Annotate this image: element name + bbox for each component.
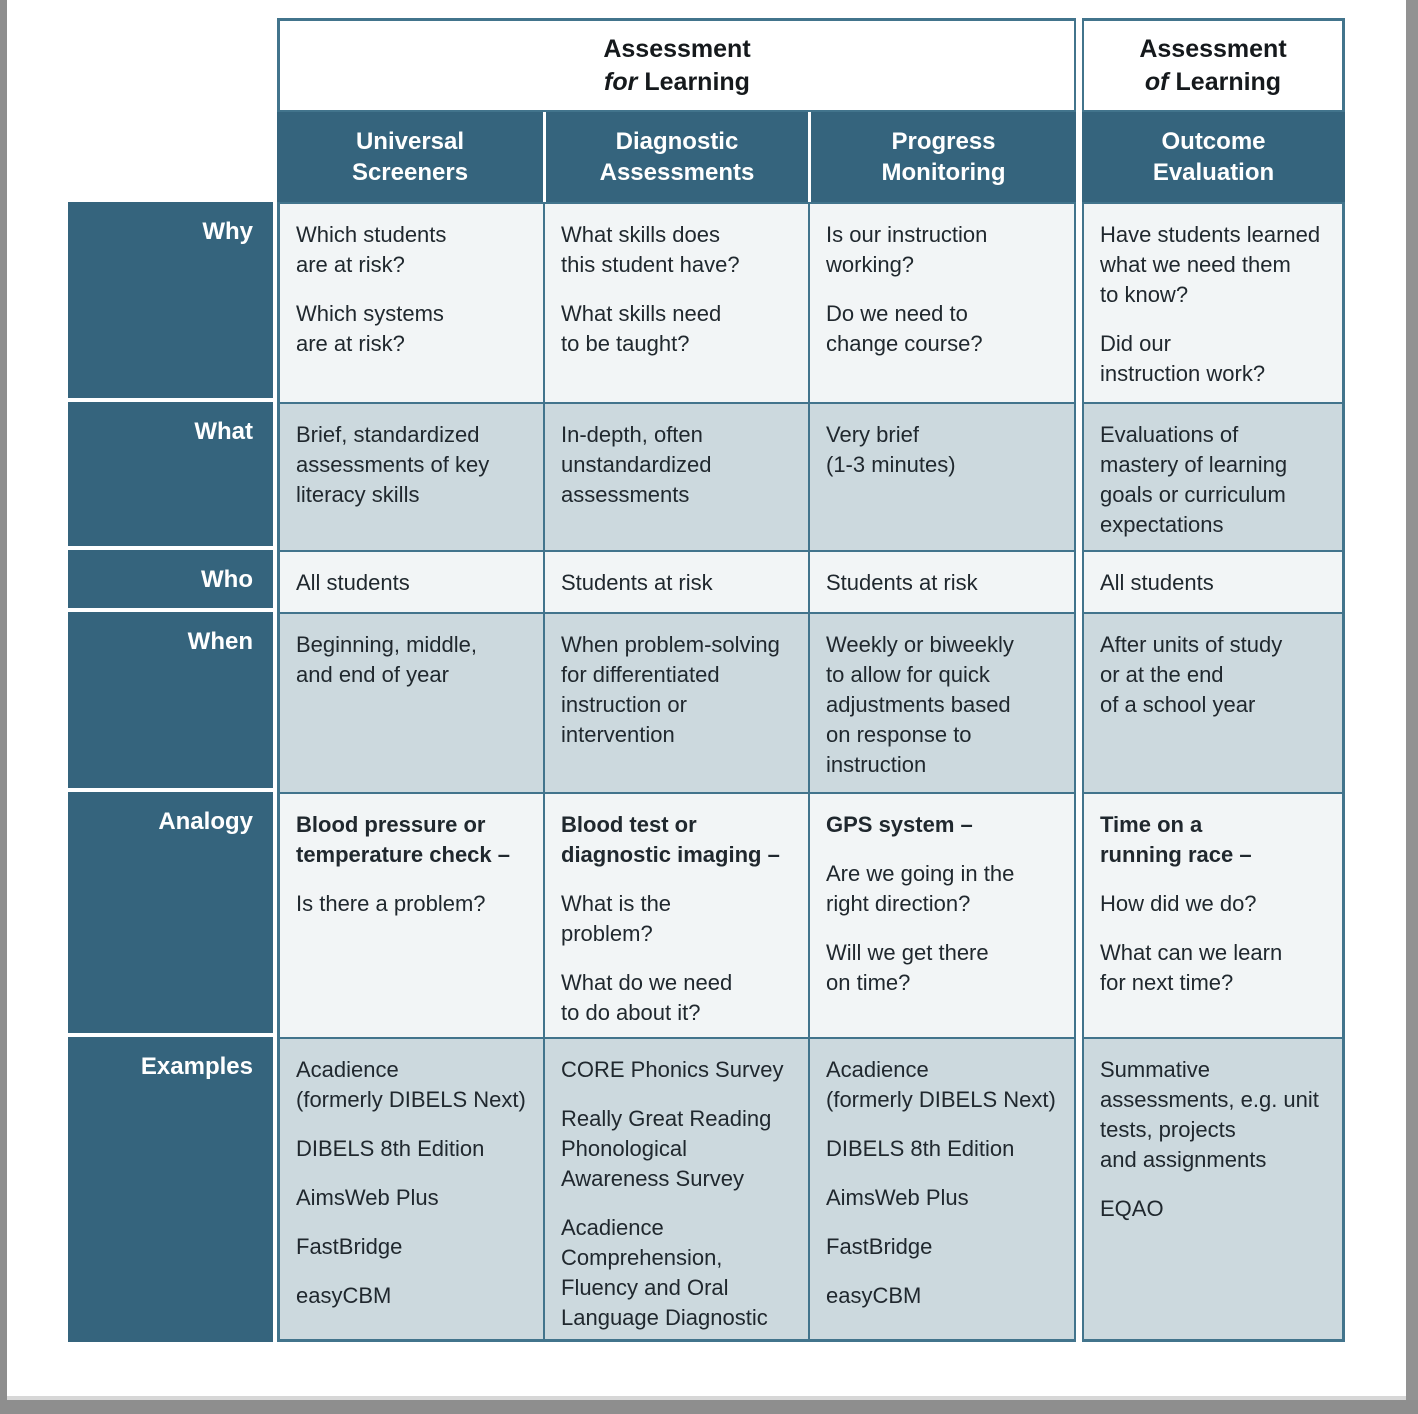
cell-paragraph: Will we get there on time? [826, 940, 989, 995]
cell-paragraph-lead: GPS system – [826, 812, 973, 837]
cell-when-diagnostic-assessments: When problem-solving for differentiated … [543, 612, 808, 792]
row-label-why: Why [68, 202, 273, 402]
cell-paragraph: Evaluations of mastery of learning goals… [1100, 422, 1288, 537]
cell-paragraph: Is our instruction working? [826, 222, 988, 277]
cell-paragraph: Brief, standardized assessments of key l… [296, 422, 490, 507]
cell-paragraph: Do we need to change course? [826, 301, 983, 356]
cell-paragraph-lead: Time on a running race – [1100, 812, 1252, 867]
cell-paragraph: Very brief (1-3 minutes) [826, 422, 956, 477]
cell-paragraph: Did our instruction work? [1100, 331, 1266, 386]
cell-why-progress-monitoring: Is our instruction working? Do we need t… [808, 202, 1076, 402]
viewer-bottom-gutter [0, 1400, 1418, 1414]
cell-paragraph: Is there a problem? [296, 891, 486, 916]
cell-analogy-diagnostic-assessments: Blood test or diagnostic imaging – What … [543, 792, 808, 1037]
cell-paragraph: Which students are at risk? [296, 222, 447, 277]
cell-when-progress-monitoring: Weekly or biweekly to allow for quick ad… [808, 612, 1076, 792]
group-header-emphasis: for [604, 67, 638, 96]
cell-paragraph: Students at risk [826, 570, 978, 595]
group-header-emphasis: of [1144, 67, 1169, 96]
cell-paragraph: Are we going in the right direction? [826, 861, 1015, 916]
cell-paragraph: easyCBM [296, 1283, 392, 1308]
cell-paragraph: AimsWeb Plus [296, 1185, 439, 1210]
cell-analogy-outcome-evaluation: Time on a running race – How did we do? … [1082, 792, 1345, 1037]
cell-paragraph: Acadience Comprehension, Fluency and Ora… [561, 1215, 768, 1330]
cell-examples-progress-monitoring: Acadience (formerly DIBELS Next) DIBELS … [808, 1037, 1076, 1342]
cell-paragraph: All students [296, 570, 410, 595]
cell-paragraph: Acadience (formerly DIBELS Next) [296, 1057, 526, 1112]
cell-paragraph: CORE Phonics Survey [561, 1057, 784, 1082]
group-header-line1: Assessment [603, 34, 751, 63]
cell-paragraph: DIBELS 8th Edition [296, 1136, 485, 1161]
cell-when-universal-screeners: Beginning, middle, and end of year [277, 612, 543, 792]
cell-examples-outcome-evaluation: Summative assessments, e.g. unit tests, … [1082, 1037, 1345, 1342]
cell-why-universal-screeners: Which students are at risk? Which system… [277, 202, 543, 402]
cell-paragraph: Really Great Reading Phonological Awaren… [561, 1106, 772, 1191]
cell-what-outcome-evaluation: Evaluations of mastery of learning goals… [1082, 402, 1345, 550]
cell-when-outcome-evaluation: After units of study or at the end of a … [1082, 612, 1345, 792]
cell-paragraph: FastBridge [826, 1234, 933, 1259]
cell-paragraph: Beginning, middle, and end of year [296, 632, 478, 687]
cell-paragraph-lead: Blood pressure or temperature check – [296, 812, 510, 867]
cell-paragraph: Which systems are at risk? [296, 301, 444, 356]
group-header-rest: Learning [644, 67, 750, 96]
cell-paragraph: What can we learn for next time? [1100, 940, 1283, 995]
cell-paragraph: Acadience (formerly DIBELS Next) [826, 1057, 1056, 1112]
row-label-examples: Examples [68, 1037, 273, 1342]
column-header-universal-screeners: Universal Screeners [277, 112, 543, 202]
cell-analogy-progress-monitoring: GPS system – Are we going in the right d… [808, 792, 1076, 1037]
row-label-who: Who [68, 550, 273, 612]
column-header-diagnostic-assessments: Diagnostic Assessments [543, 112, 808, 202]
cell-who-universal-screeners: All students [277, 550, 543, 612]
column-header-progress-monitoring: Progress Monitoring [808, 112, 1076, 202]
cell-paragraph: Students at risk [561, 570, 713, 595]
cell-paragraph-lead: Blood test or diagnostic imaging – [561, 812, 780, 867]
cell-paragraph: AimsWeb Plus [826, 1185, 969, 1210]
cell-examples-universal-screeners: Acadience (formerly DIBELS Next) DIBELS … [277, 1037, 543, 1342]
cell-who-outcome-evaluation: All students [1082, 550, 1345, 612]
cell-paragraph: What skills does this student have? [561, 222, 740, 277]
group-header-rest: Learning [1175, 67, 1282, 96]
viewer-left-gutter [0, 0, 7, 1414]
cell-what-diagnostic-assessments: In-depth, often unstandardized assessmen… [543, 402, 808, 550]
cell-why-outcome-evaluation: Have students learned what we need them … [1082, 202, 1345, 402]
viewer-right-gutter [1406, 0, 1418, 1414]
row-label-when: When [68, 612, 273, 792]
row-label-analogy: Analogy [68, 792, 273, 1037]
cell-paragraph: After units of study or at the end of a … [1100, 632, 1283, 717]
group-header-line1: Assessment [1139, 34, 1287, 63]
column-header-outcome-evaluation: Outcome Evaluation [1082, 112, 1345, 202]
cell-what-progress-monitoring: Very brief (1-3 minutes) [808, 402, 1076, 550]
cell-paragraph: In-depth, often unstandardized assessmen… [561, 422, 712, 507]
cell-paragraph: DIBELS 8th Edition [826, 1136, 1015, 1161]
cell-paragraph: When problem-solving for differentiated … [561, 632, 780, 747]
cell-what-universal-screeners: Brief, standardized assessments of key l… [277, 402, 543, 550]
cell-paragraph: FastBridge [296, 1234, 403, 1259]
cell-paragraph: What is the problem? [561, 891, 672, 946]
cell-paragraph: EQAO [1100, 1196, 1164, 1221]
cell-paragraph: Weekly or biweekly to allow for quick ad… [826, 632, 1014, 777]
cell-paragraph: Have students learned what we need them … [1100, 222, 1321, 307]
cell-paragraph: easyCBM [826, 1283, 922, 1308]
cell-who-diagnostic-assessments: Students at risk [543, 550, 808, 612]
page-bottom-shadow [7, 1396, 1406, 1400]
cell-paragraph: Summative assessments, e.g. unit tests, … [1100, 1057, 1319, 1172]
cell-paragraph: All students [1100, 570, 1214, 595]
cell-why-diagnostic-assessments: What skills does this student have? What… [543, 202, 808, 402]
cell-paragraph: How did we do? [1100, 891, 1257, 916]
cell-paragraph: What do we need to do about it? [561, 970, 733, 1025]
cell-examples-diagnostic-assessments: CORE Phonics Survey Really Great Reading… [543, 1037, 808, 1342]
cell-analogy-universal-screeners: Blood pressure or temperature check – Is… [277, 792, 543, 1037]
row-label-what: What [68, 402, 273, 550]
cell-who-progress-monitoring: Students at risk [808, 550, 1076, 612]
cell-paragraph: What skills need to be taught? [561, 301, 722, 356]
